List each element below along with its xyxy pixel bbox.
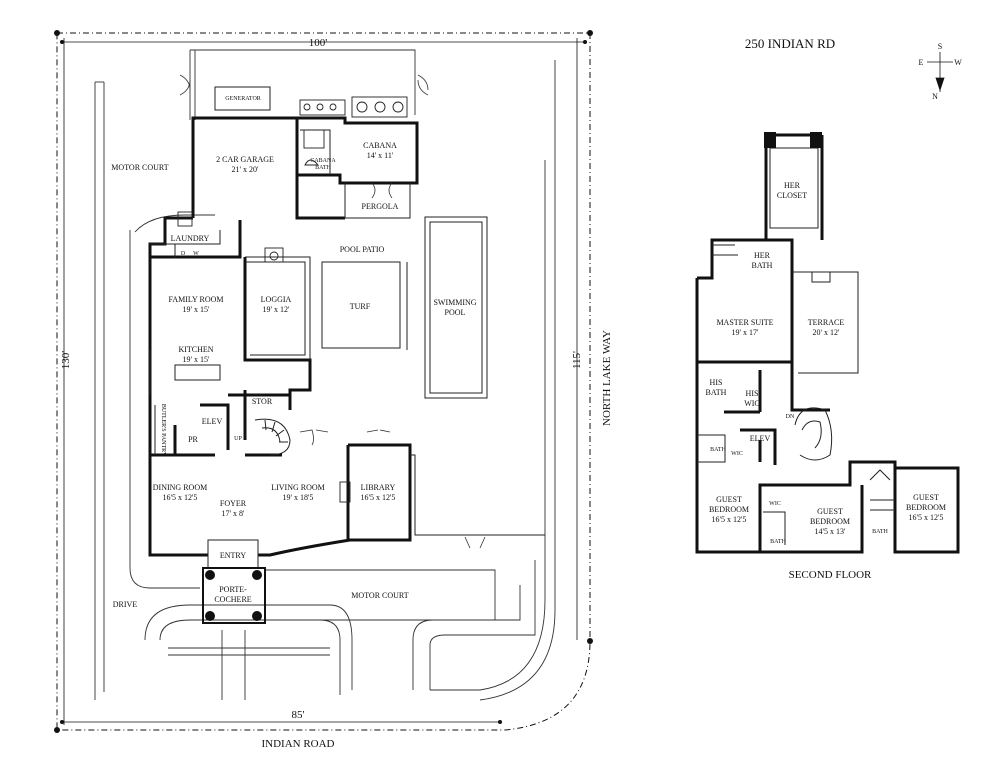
site-lines [94, 49, 556, 701]
label-library-size: 16'5 x 12'5 [361, 493, 396, 502]
first-floor-fixtures [177, 96, 408, 503]
label-guest1: GUEST [716, 495, 742, 504]
label-bath-b: BATH [872, 529, 888, 535]
label-cabana-size: 14' x 11' [367, 151, 394, 160]
label-her-closet-2: CLOSET [777, 191, 807, 200]
label-bath-small: BATH [710, 447, 726, 453]
label-dining-room-size: 16'5 x 12'5 [163, 493, 198, 502]
label-dining-room: DINING ROOM [153, 483, 207, 492]
label-her-bath-2: BATH [752, 261, 773, 270]
second-floor-fills [764, 132, 822, 148]
label-pool-1: SWIMMING [433, 298, 476, 307]
label-guest1-2: BEDROOM [709, 505, 749, 514]
label-dryer: D [181, 251, 186, 257]
label-family-room: FAMILY ROOM [169, 295, 224, 304]
label-foyer-size: 17' x 8' [222, 509, 245, 518]
label-guest2-2: BEDROOM [810, 517, 850, 526]
label-guest3-2: BEDROOM [906, 503, 946, 512]
label-loggia-size: 19' x 12' [263, 305, 290, 314]
label-porte-cochere-1: PORTE- [219, 585, 247, 594]
label-living-room: LIVING ROOM [271, 483, 325, 492]
dim-bottom: 85' [292, 709, 305, 721]
label-pool-2: POOL [445, 308, 466, 317]
compass-n: N [932, 92, 938, 101]
label-his-wic-2: WIC [744, 399, 760, 408]
label-library: LIBRARY [361, 483, 396, 492]
compass-rose [927, 52, 953, 92]
label-garage-size: 21' x 20' [232, 165, 259, 174]
label-pool-patio: POOL PATIO [340, 245, 385, 254]
label-elev-2: ELEV [750, 434, 771, 443]
label-porte-cochere-2: COCHERE [214, 595, 251, 604]
label-family-room-size: 19' x 15' [183, 305, 210, 314]
first-floor-thin-walls [149, 86, 545, 569]
label-terrace-size: 20' x 12' [813, 328, 840, 337]
label-kitchen: KITCHEN [178, 345, 213, 354]
dimension-ticks [60, 40, 587, 724]
label-garage: 2 CAR GARAGE [216, 155, 274, 164]
label-motor-court-nw: MOTOR COURT [111, 163, 168, 172]
property-corners [54, 30, 593, 733]
label-butlers-pantry: BUTLER'S PANTRY [160, 404, 166, 457]
label-cabana-bath-1: CABANA [310, 158, 336, 164]
plan-title: 250 INDIAN RD [745, 36, 835, 51]
label-guest1-size: 16'5 x 12'5 [712, 515, 747, 524]
second-floor-stair [794, 407, 833, 461]
first-floor-stair [254, 418, 291, 456]
label-master-suite: MASTER SUITE [716, 318, 773, 327]
label-guest3-size: 16'5 x 12'5 [909, 513, 944, 522]
label-loggia: LOGGIA [261, 295, 292, 304]
label-washer: W [193, 251, 199, 257]
second-floor-thin [697, 147, 895, 545]
label-guest2-size: 14'5 x 13' [815, 527, 846, 536]
label-his-wic-1: HIS [746, 389, 759, 398]
label-kitchen-size: 19' x 15' [183, 355, 210, 364]
label-her-closet-1: HER [784, 181, 801, 190]
label-up: UP [234, 436, 242, 442]
dim-left: 130' [60, 351, 72, 370]
label-living-room-size: 19' x 18'5 [283, 493, 314, 502]
label-entry: ENTRY [220, 551, 246, 560]
label-bath-a: BATH [770, 539, 786, 545]
compass-e: E [919, 58, 924, 67]
street-north-lake-way: NORTH LAKE WAY [601, 330, 613, 426]
label-his-bath-2: BATH [706, 388, 727, 397]
label-motor-court-s: MOTOR COURT [351, 591, 408, 600]
label-turf: TURF [350, 302, 371, 311]
property-boundary [56, 32, 591, 731]
dim-top: 100' [309, 37, 328, 49]
label-generator: GENERATOR [225, 96, 261, 102]
street-indian-road: INDIAN ROAD [261, 738, 334, 750]
label-elev-1: ELEV [202, 417, 223, 426]
compass-w: W [954, 58, 962, 67]
label-master-suite-size: 19' x 17' [732, 328, 759, 337]
label-terrace: TERRACE [808, 318, 845, 327]
label-pergola: PERGOLA [362, 202, 399, 211]
label-pr: PR [188, 435, 198, 444]
label-guest3: GUEST [913, 493, 939, 502]
label-foyer: FOYER [220, 499, 247, 508]
label-wic-small: WIC [731, 451, 743, 457]
label-stor: STOR [252, 397, 273, 406]
label-drive: DRIVE [113, 600, 138, 609]
label-cabana: CABANA [363, 141, 397, 150]
label-second-floor: SECOND FLOOR [789, 569, 872, 581]
dim-right: 115' [571, 351, 583, 369]
label-her-bath-1: HER [754, 251, 771, 260]
second-floor-walls [695, 133, 960, 554]
dimension-lines [62, 38, 585, 725]
label-wic-b: WIC [769, 501, 781, 507]
label-his-bath-1: HIS [710, 378, 723, 387]
label-guest2: GUEST [817, 507, 843, 516]
label-cabana-bath-2: BATH [315, 165, 331, 171]
compass-s: S [938, 42, 942, 51]
first-floor-doors [179, 74, 486, 549]
label-dn: DN [786, 414, 795, 420]
label-laundry: LAUNDRY [171, 234, 210, 243]
porte-cochere-columns [202, 567, 266, 624]
